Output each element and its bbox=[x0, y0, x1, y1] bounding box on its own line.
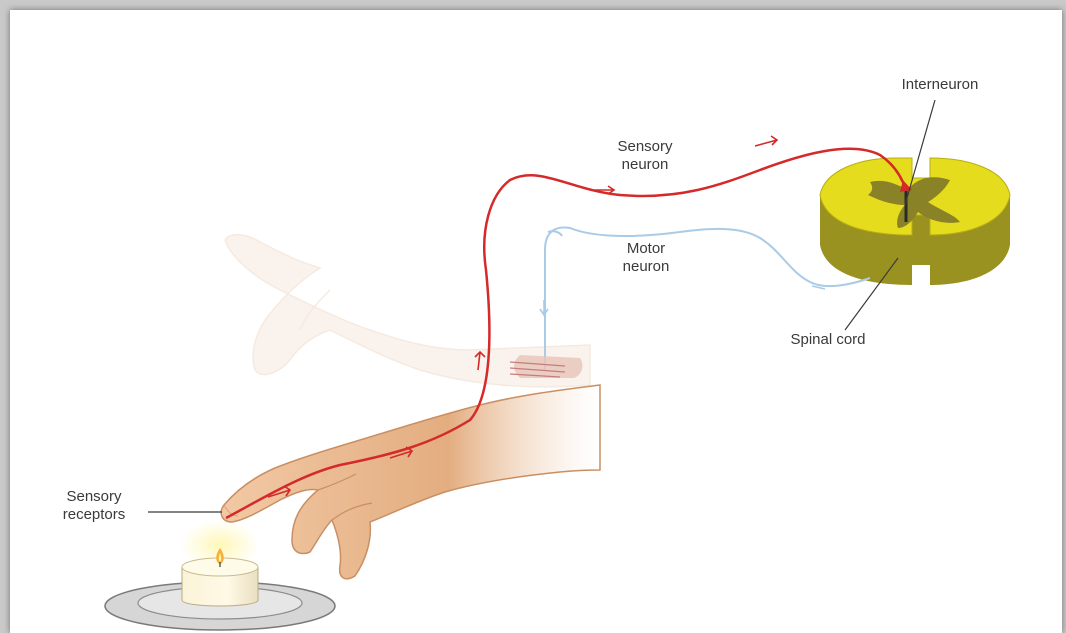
sensory-neuron-label-line2: neuron bbox=[590, 156, 700, 174]
spinal-cord bbox=[820, 158, 1010, 285]
spinal-cord-label: Spinal cord bbox=[768, 331, 888, 349]
motor-neuron-label-line2: neuron bbox=[604, 258, 688, 276]
sensory-neuron-label: Sensory neuron bbox=[590, 138, 700, 174]
sensory-receptors-label-line1: Sensory bbox=[40, 488, 148, 506]
sensory-receptors-label-line2: receptors bbox=[40, 506, 148, 524]
sensory-neuron-label-line1: Sensory bbox=[590, 138, 700, 156]
motor-direction-arrows bbox=[540, 286, 825, 315]
muscle-effector bbox=[510, 355, 582, 378]
interneuron-label: Interneuron bbox=[890, 76, 990, 94]
motor-neuron-label: Motor neuron bbox=[604, 240, 688, 276]
hand bbox=[221, 385, 600, 579]
sensory-receptors-label: Sensory receptors bbox=[40, 488, 148, 524]
motor-neuron-label-line1: Motor bbox=[604, 240, 688, 258]
